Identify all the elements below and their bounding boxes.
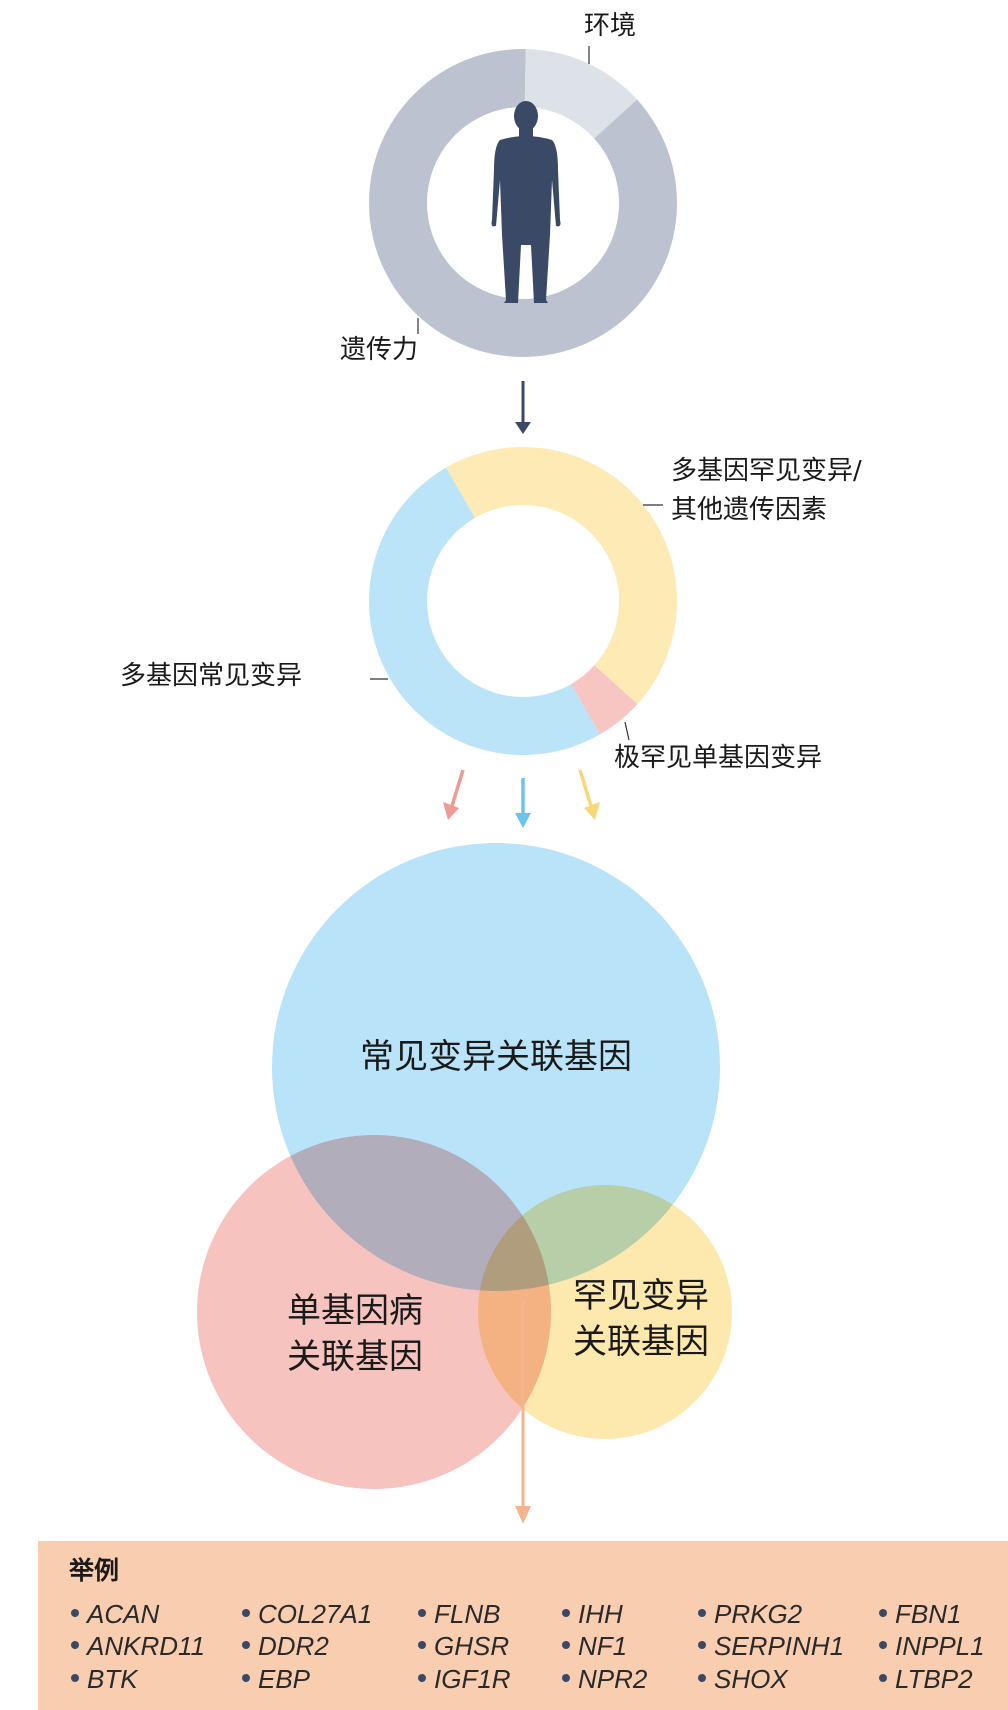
label-environment: 环境 [584, 11, 637, 41]
gene-item: IHH [562, 1599, 623, 1630]
gene-item: EBP [242, 1664, 310, 1695]
ring-segment-1 [369, 48, 677, 358]
human-figure-icon [491, 101, 561, 303]
gene-item: NPR2 [562, 1664, 647, 1695]
gene-item: GHSR [418, 1631, 509, 1662]
venn-rare-line1: 罕见变异 [573, 1276, 709, 1317]
yellow-arrowhead-icon [584, 802, 600, 820]
venn-monogenic-line2: 关联基因 [287, 1337, 423, 1377]
venn-diagram [197, 843, 732, 1489]
examples-title: 举例 [69, 1556, 120, 1585]
variant-ring [369, 447, 677, 755]
ring-segment-2 [369, 467, 600, 755]
gene-item: COL27A1 [242, 1599, 372, 1630]
orange-arrowhead-icon [515, 1506, 531, 1524]
gene-item: BTK [71, 1664, 138, 1695]
venn-common-label: 常见变异关联基因 [360, 1037, 632, 1078]
split-arrows [443, 769, 600, 828]
venn-rare-label: 罕见变异 关联基因 [573, 1274, 709, 1366]
gene-item: NF1 [562, 1631, 627, 1662]
label-heritability: 遗传力 [340, 335, 419, 365]
monogenic-leader-line [624, 721, 630, 741]
ring-segment-1 [571, 665, 638, 735]
gene-item: ANKRD11 [71, 1631, 205, 1662]
heritability-ring [369, 48, 677, 358]
gene-item: INPPL1 [879, 1631, 985, 1662]
label-rare-polygenic-1: 多基因罕见变异/ [671, 456, 862, 486]
gene-item: IGF1R [418, 1664, 511, 1695]
venn-monogenic-label: 单基因病 关联基因 [287, 1289, 423, 1381]
gene-item: LTBP2 [879, 1664, 973, 1695]
gene-item: PRKG2 [698, 1599, 802, 1630]
gene-item: SERPINH1 [698, 1631, 844, 1662]
blue-arrowhead-icon [515, 813, 531, 828]
label-common-polygenic: 多基因常见变异 [120, 661, 303, 691]
pink-arrowhead-icon [443, 802, 459, 820]
gene-item: ACAN [71, 1599, 159, 1630]
label-rare-polygenic-2: 其他遗传因素 [671, 495, 828, 525]
gene-item: DDR2 [242, 1631, 329, 1662]
gene-item: SHOX [698, 1664, 788, 1695]
label-monogenic: 极罕见单基因变异 [614, 743, 823, 773]
arrowhead-icon [515, 422, 531, 434]
venn-monogenic-circle [197, 1135, 551, 1489]
venn-rare-circle [478, 1185, 732, 1439]
ring-segment-0 [446, 447, 677, 705]
gene-item: FLNB [418, 1599, 500, 1630]
gene-item: FBN1 [879, 1599, 961, 1630]
ring-segment-0 [524, 49, 638, 139]
venn-monogenic-line1: 单基因病 [287, 1291, 423, 1332]
venn-rare-line2: 关联基因 [573, 1322, 709, 1362]
